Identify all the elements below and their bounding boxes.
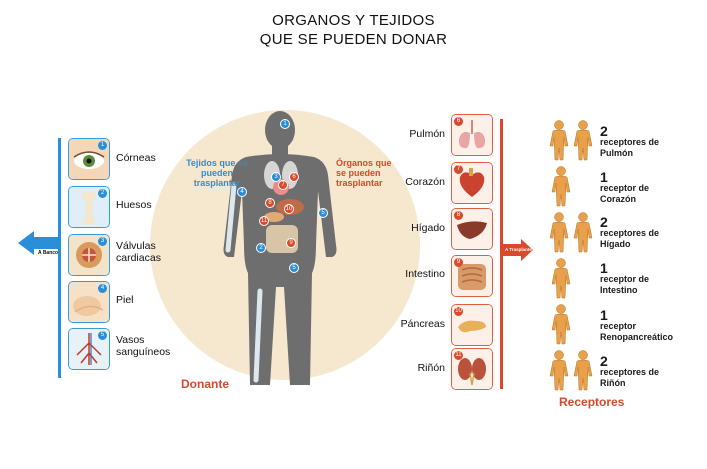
to-transplant-arrow xyxy=(503,239,533,261)
tissue-label-valvulas: Válvulas cardiacas xyxy=(116,240,161,264)
tissue-number: 2 xyxy=(98,189,107,198)
receptor-text-intestino: receptor de Intestino xyxy=(600,274,650,295)
tissue-number: 1 xyxy=(98,141,107,150)
tissue-vessels: 5 xyxy=(68,328,110,370)
organs-label: Órganos que se pueden trasplantar xyxy=(336,158,392,188)
organ-liver: 8 xyxy=(451,208,493,250)
organ-label-pulmon: Pulmón xyxy=(409,128,445,140)
tissue-number: 3 xyxy=(98,237,107,246)
organ-number: 8 xyxy=(454,211,463,220)
tissues-label: Tejidos que se pueden trasplantar xyxy=(186,158,248,188)
receptor-count-rinon: 2 xyxy=(600,353,608,369)
organ-label-corazon: Corazón xyxy=(405,176,445,188)
tissue-label-piel: Piel xyxy=(116,294,134,306)
body-badge-6: 6 xyxy=(289,172,299,182)
tissue-skin: 4 xyxy=(68,281,110,323)
receptor-count-corazon: 1 xyxy=(600,169,608,185)
organ-number: 6 xyxy=(454,117,463,126)
heart-valve-icon xyxy=(69,235,109,275)
tissue-label-huesos: Huesos xyxy=(116,199,152,211)
donor-label: Donante xyxy=(181,377,229,391)
organ-pancreas: 10 xyxy=(451,304,493,346)
to-bank-arrow xyxy=(18,231,60,255)
receptors-label: Receptores xyxy=(559,395,625,409)
body-badge-8: 8 xyxy=(265,198,275,208)
body-badge-11: 11 xyxy=(259,216,269,226)
tissue-label-vasos: Vasos sanguíneos xyxy=(116,334,171,358)
receptor-text-rinon: receptores de Riñón xyxy=(600,367,660,388)
body-badge-2: 2 xyxy=(256,243,266,253)
liver-icon xyxy=(452,209,492,249)
receptor-count-intestino: 1 xyxy=(600,260,608,276)
kidney-icon xyxy=(452,349,492,389)
donor-figure xyxy=(150,110,420,385)
bone-highlights xyxy=(225,182,263,383)
receptor-count-renopancreatico: 1 xyxy=(600,307,608,323)
to-bank-label: A Banco xyxy=(38,250,59,256)
tissue-cornea: 1 xyxy=(68,138,110,180)
body-badge-3: 3 xyxy=(271,172,281,182)
body-badge-5b: 5 xyxy=(289,263,299,273)
body-badge-9: 9 xyxy=(286,238,296,248)
receptor-count-pulmon: 2 xyxy=(600,123,608,139)
body-badge-5: 5 xyxy=(318,208,328,218)
receptor-text-higado: receptores de Hígado xyxy=(600,228,660,249)
receptor-text-pulmon: receptores de Pulmón xyxy=(600,137,660,158)
eye-icon xyxy=(69,139,109,179)
tissue-bracket xyxy=(58,138,61,378)
tissue-valves: 3 xyxy=(68,234,110,276)
body-badge-1: 1 xyxy=(280,119,290,129)
receptor-text-corazon: receptor de Corazón xyxy=(600,183,650,204)
organ-number: 9 xyxy=(454,258,463,267)
to-transplant-label: A Trasplante xyxy=(505,247,532,252)
organ-kidney: 11 xyxy=(451,348,493,390)
body-badge-4: 4 xyxy=(237,187,247,197)
body-badge-10: 10 xyxy=(284,204,294,214)
tissue-label-corneas: Córneas xyxy=(116,152,156,164)
organ-number: 10 xyxy=(454,307,463,316)
organ-number: 7 xyxy=(454,165,463,174)
organ-number: 11 xyxy=(454,351,463,360)
tissue-bones: 2 xyxy=(68,186,110,228)
organ-label-higado: Hígado xyxy=(411,222,445,234)
title-line-2: QUE SE PUEDEN DONAR xyxy=(259,31,448,48)
organ-intestine: 9 xyxy=(451,255,493,297)
organ-label-intestino: Intestino xyxy=(405,268,445,280)
receptor-count-higado: 2 xyxy=(600,214,608,230)
title-line-1: ORGANOS Y TEJIDOS xyxy=(272,12,435,29)
receptor-text-renopancreatico: receptor Renopancreático xyxy=(600,321,674,342)
tissue-number: 4 xyxy=(98,284,107,293)
organ-bracket xyxy=(500,119,503,389)
organ-label-pancreas: Páncreas xyxy=(400,318,445,330)
organ-heart: 7 xyxy=(451,162,493,204)
organ-label-rinon: Riñón xyxy=(417,362,445,374)
body-badge-7: 7 xyxy=(278,180,288,190)
tissue-number: 5 xyxy=(98,331,107,340)
receptor-figures xyxy=(549,120,593,391)
organ-lungs: 6 xyxy=(451,114,493,156)
